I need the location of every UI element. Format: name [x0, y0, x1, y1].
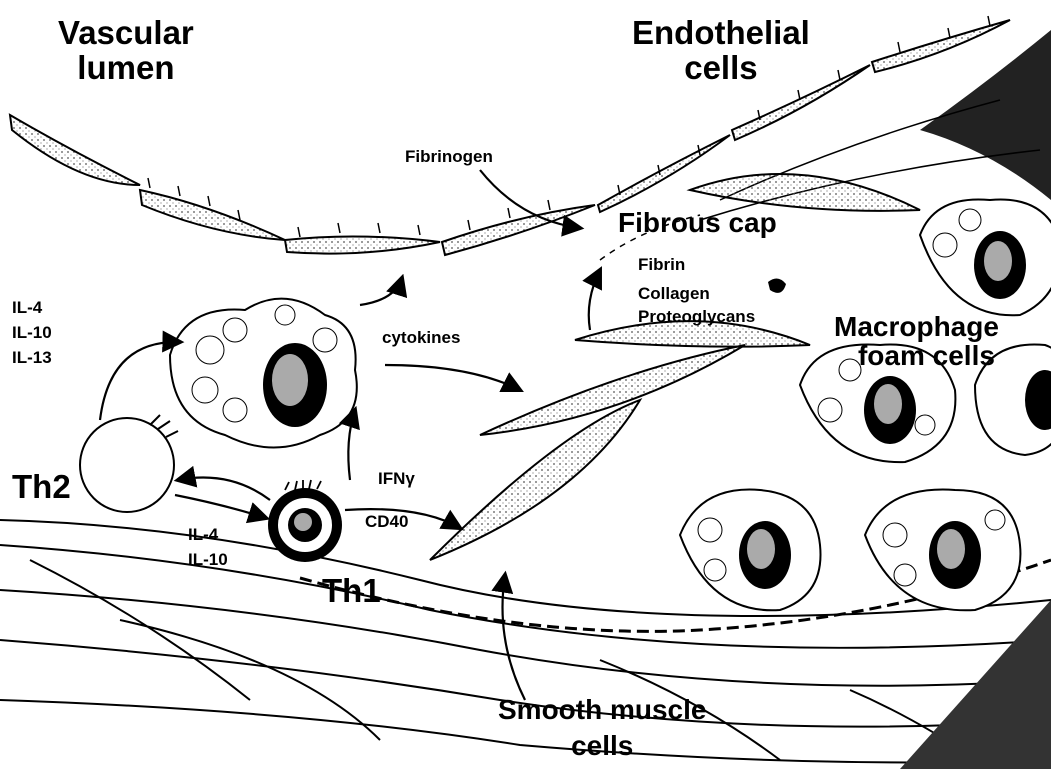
fibrin-deposit [768, 278, 786, 292]
smooth-muscle-line-2: cells [498, 728, 706, 764]
vascular-lumen-line-2: lumen [58, 51, 194, 86]
endothelial-cells-line-2: cells [632, 51, 810, 86]
th1-to-th2-arrow [178, 478, 270, 501]
macrophage-to-endothelium-arrow [360, 278, 402, 305]
fibrous-cap-label: Fibrous cap [618, 208, 777, 237]
proteoglycans-label: Proteoglycans [638, 302, 755, 331]
cd40-label: CD40 [365, 513, 408, 531]
cytokines-label: cytokines [382, 329, 460, 347]
th2-cytokine-il4: IL-4 [12, 295, 52, 320]
th1-cytokine-il4: IL-4 [188, 522, 228, 547]
macrophage-foam-cells-label: Macrophage foam cells [834, 312, 999, 371]
th2-cell [80, 418, 174, 512]
endothelial-cell [10, 115, 140, 185]
th1-cytokines-list: IL-4 IL-10 [188, 522, 228, 572]
fibrinogen-label: Fibrinogen [405, 148, 493, 166]
macrophage-foam-cell [680, 490, 821, 611]
macrophage-foam-cell [865, 490, 1020, 611]
th2-stimulates-macrophage-arrow [100, 342, 180, 420]
th2-label: Th2 [12, 470, 71, 505]
th1-to-macrophage-arrow [348, 410, 355, 480]
intima-shading [920, 30, 1051, 200]
macrophage-line-1: Macrophage [834, 312, 999, 341]
macrophage-line-2: foam cells [854, 341, 999, 370]
th2-to-th1-arrow [175, 495, 266, 518]
fibrin-label: Fibrin [638, 250, 755, 279]
th1-cytokine-il10: IL-10 [188, 547, 228, 572]
th2-cytokine-il10: IL-10 [12, 320, 52, 345]
smooth-muscle-line-1: Smooth muscle [498, 692, 706, 728]
th1-cell [268, 480, 342, 562]
fibrin-arrow [589, 270, 600, 330]
cytokines-arrow [385, 365, 520, 390]
ifn-gamma-label: IFNγ [378, 470, 415, 488]
th1-label: Th1 [322, 574, 381, 609]
endothelial-cells-line-1: Endothelial [632, 16, 810, 51]
th2-cytokine-il13: IL-13 [12, 345, 52, 370]
vascular-lumen-line-1: Vascular [58, 16, 194, 51]
smooth-muscle-cells-arrow [503, 575, 526, 700]
vascular-lumen-label: Vascular lumen [58, 16, 194, 85]
smooth-muscle-cells-label: Smooth muscle cells [498, 692, 706, 764]
macrophage-foam-cell-large [170, 299, 357, 448]
fibrous-cap-components: Fibrin Collagen Proteoglycans [638, 250, 755, 331]
endothelial-cells-label: Endothelial cells [632, 16, 810, 85]
th2-cytokines-list: IL-4 IL-10 IL-13 [12, 295, 52, 370]
macrophage-foam-cell [920, 199, 1051, 315]
